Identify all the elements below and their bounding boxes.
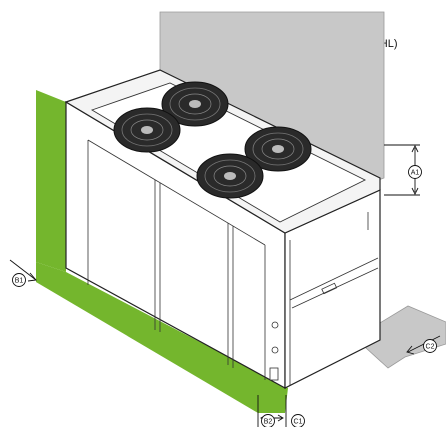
electrical-box bbox=[269, 367, 279, 381]
front-clearance-floor bbox=[36, 262, 288, 413]
fan-right bbox=[244, 126, 312, 172]
side-panel-lines bbox=[289, 212, 379, 385]
svg-text:B2: B2 bbox=[264, 419, 273, 426]
dimension-b1 bbox=[9, 259, 37, 282]
port-lower bbox=[271, 346, 279, 354]
label-b2: B2 bbox=[261, 414, 275, 427]
fan-top-center bbox=[161, 81, 229, 127]
front-panel-lines bbox=[87, 139, 266, 380]
svg-text:B1: B1 bbox=[15, 278, 24, 285]
svg-text:C1: C1 bbox=[294, 419, 303, 426]
fan-bottom-center bbox=[196, 153, 264, 199]
label-a1: A1 bbox=[408, 165, 422, 179]
label-c2: C2 bbox=[423, 339, 437, 353]
fan-group bbox=[113, 81, 312, 199]
fan-left bbox=[113, 107, 181, 153]
right-floor-zone bbox=[354, 305, 446, 369]
svg-text:C2: C2 bbox=[426, 344, 435, 351]
label-c1: C1 bbox=[291, 414, 305, 427]
left-clearance-wall bbox=[36, 90, 66, 272]
label-b1: B1 bbox=[12, 273, 26, 287]
port-upper bbox=[271, 321, 279, 329]
svg-text:A1: A1 bbox=[411, 170, 420, 177]
